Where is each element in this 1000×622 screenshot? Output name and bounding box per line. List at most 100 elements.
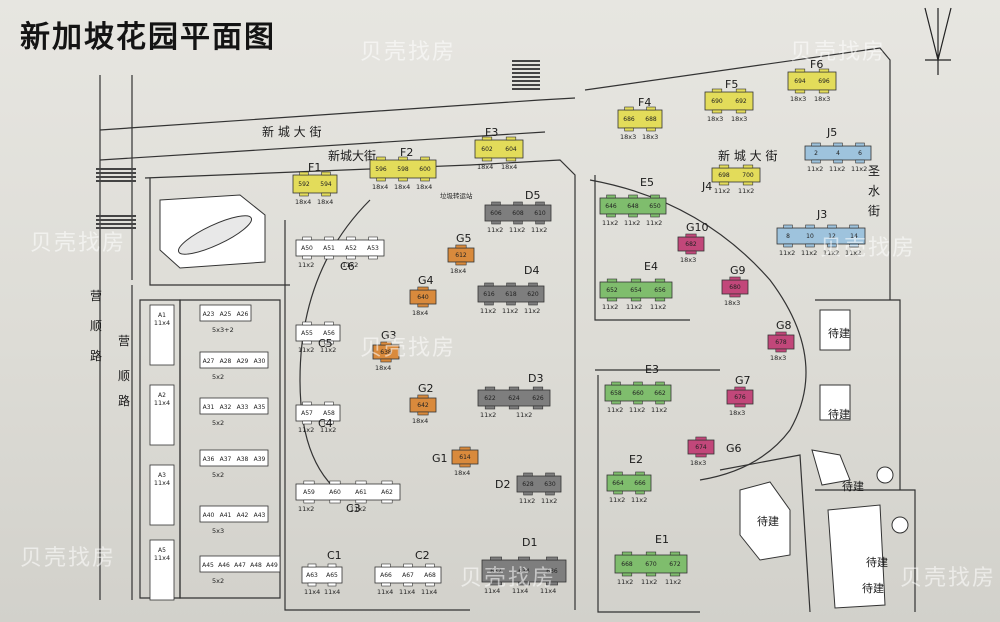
building-bump	[606, 213, 616, 218]
building-label: J4	[701, 180, 712, 193]
building-bump	[490, 556, 502, 561]
unit-number: 622	[484, 395, 496, 402]
building-bump	[505, 136, 517, 141]
building-label: G1	[432, 452, 448, 465]
unit-number: A28	[220, 358, 232, 365]
building-label: G10	[686, 221, 709, 234]
unit-note: 18x4	[317, 198, 333, 206]
unit-number: 664	[612, 480, 624, 487]
unit-note: 11x2	[480, 411, 496, 419]
building-bump	[376, 156, 386, 161]
building-bump	[528, 301, 538, 306]
building-bump	[535, 201, 545, 206]
unit-number: A59	[303, 489, 315, 496]
building-bump	[417, 286, 429, 291]
road-label-east: 圣 水 街	[868, 164, 880, 218]
unit-number: 648	[627, 203, 639, 210]
unit-number: A38	[237, 456, 249, 463]
unit-number: 8	[786, 233, 790, 240]
watermark: 贝壳找房	[30, 231, 127, 256]
unit-note: 11x4	[540, 587, 556, 595]
building-bump	[794, 68, 806, 73]
building-bump	[783, 224, 793, 229]
gate-label: 垃圾转运站	[440, 191, 473, 200]
building-footprint	[295, 483, 401, 501]
unit-number: 674	[695, 444, 707, 451]
unit-number: 614	[459, 454, 471, 461]
block-footprint	[199, 555, 281, 573]
unit-number: A5	[158, 547, 166, 554]
road-label-west: 营 顺 路	[90, 289, 102, 363]
unit-number: A51	[323, 245, 335, 252]
unit-note: 5x2	[212, 419, 224, 427]
building-footprint	[474, 139, 524, 159]
building-bump	[491, 220, 501, 225]
unit-note: 11x2	[823, 249, 839, 257]
building-label: G6	[726, 442, 742, 455]
block-footprint	[149, 539, 175, 601]
unit-number: A61	[355, 489, 367, 496]
unit-number: 640	[417, 294, 429, 301]
svg-text:路: 路	[118, 393, 130, 408]
building-bump	[481, 157, 493, 162]
unit-note: 18x4	[295, 198, 311, 206]
building-label: F2	[400, 146, 413, 159]
building-bump	[324, 420, 334, 425]
unit-note: 11x2	[617, 578, 633, 586]
unit-note: 18x3	[724, 299, 740, 307]
unit-number: 698	[718, 172, 730, 179]
unit-number: 682	[685, 241, 697, 248]
building-bump	[645, 551, 657, 556]
building-bump	[635, 490, 645, 495]
watermark: 贝壳找房	[460, 566, 557, 591]
unit-number: A67	[402, 572, 414, 579]
building-bump	[628, 194, 638, 199]
building-label: G8	[776, 319, 792, 332]
